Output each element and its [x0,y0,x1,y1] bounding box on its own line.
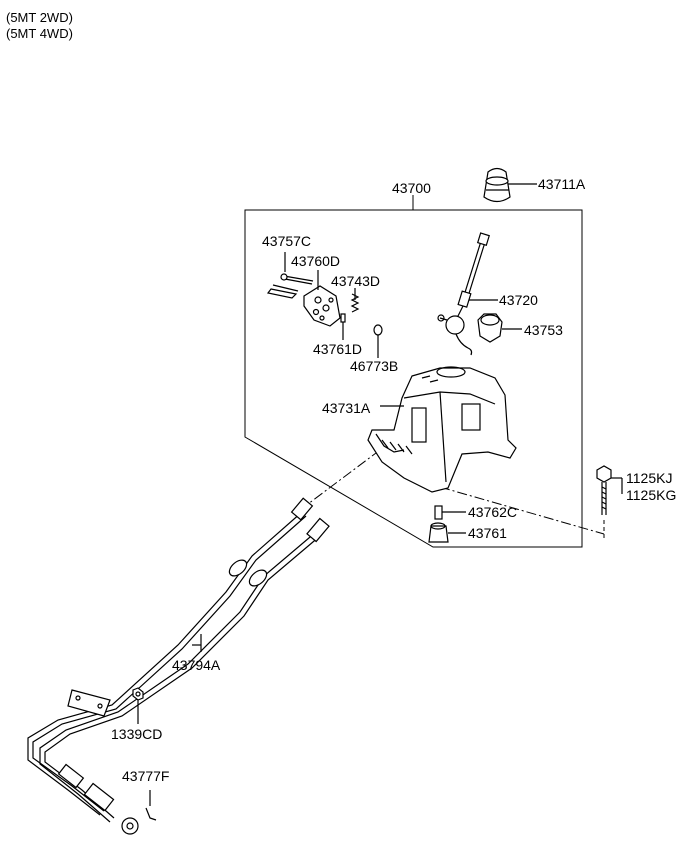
part-label-43743D: 43743D [331,273,381,289]
part-label-43731A: 43731A [322,400,371,416]
part-label-1339CD: 1339CD [111,726,163,742]
clip-43777F-art [145,790,157,821]
bushing-43753-art [477,313,522,343]
bracket-43760D-art [303,270,341,327]
pin-43757C-art [266,252,314,299]
part-label-43761D: 43761D [313,341,363,357]
pin-43762C-art [434,505,466,520]
cable-43794A-art [27,497,330,823]
bolt-1125KJ-art [596,465,623,515]
guide-line-bolt [439,486,605,535]
cable-end-art [57,763,139,835]
part-label-43700: 43700 [392,180,431,196]
pin-43761D-art [340,313,346,340]
spring-43743D-art [350,288,360,313]
part-label-43761: 43761 [468,525,507,541]
part-label-43720: 43720 [499,292,538,308]
rubber-43761-art [428,522,466,543]
part-label-43757C: 43757C [262,233,312,249]
part-label-43777F: 43777F [122,768,170,784]
model-variant-4wd: (5MT 4WD) [6,26,73,41]
part-label-43711A: 43711A [538,176,586,192]
part-label-1125KJ: 1125KJ [626,470,673,486]
part-label-1125KG: 1125KG [626,487,677,503]
part-label-43753: 43753 [524,322,563,338]
part-label-46773B: 46773B [350,358,399,374]
part-label-43794A: 43794A [172,657,221,673]
nut-1339CD-art [132,687,144,724]
washer-46773B-art [373,324,383,358]
lever-43720-art [437,232,498,356]
model-variant-2wd: (5MT 2WD) [6,10,73,25]
part-label-43762C: 43762C [468,504,518,520]
assembly-outline [244,195,583,548]
housing-43731A-art [367,366,517,493]
part-label-43760D: 43760D [291,253,341,269]
guide-line-cable [299,449,381,511]
knob-43711A-art [483,167,537,203]
